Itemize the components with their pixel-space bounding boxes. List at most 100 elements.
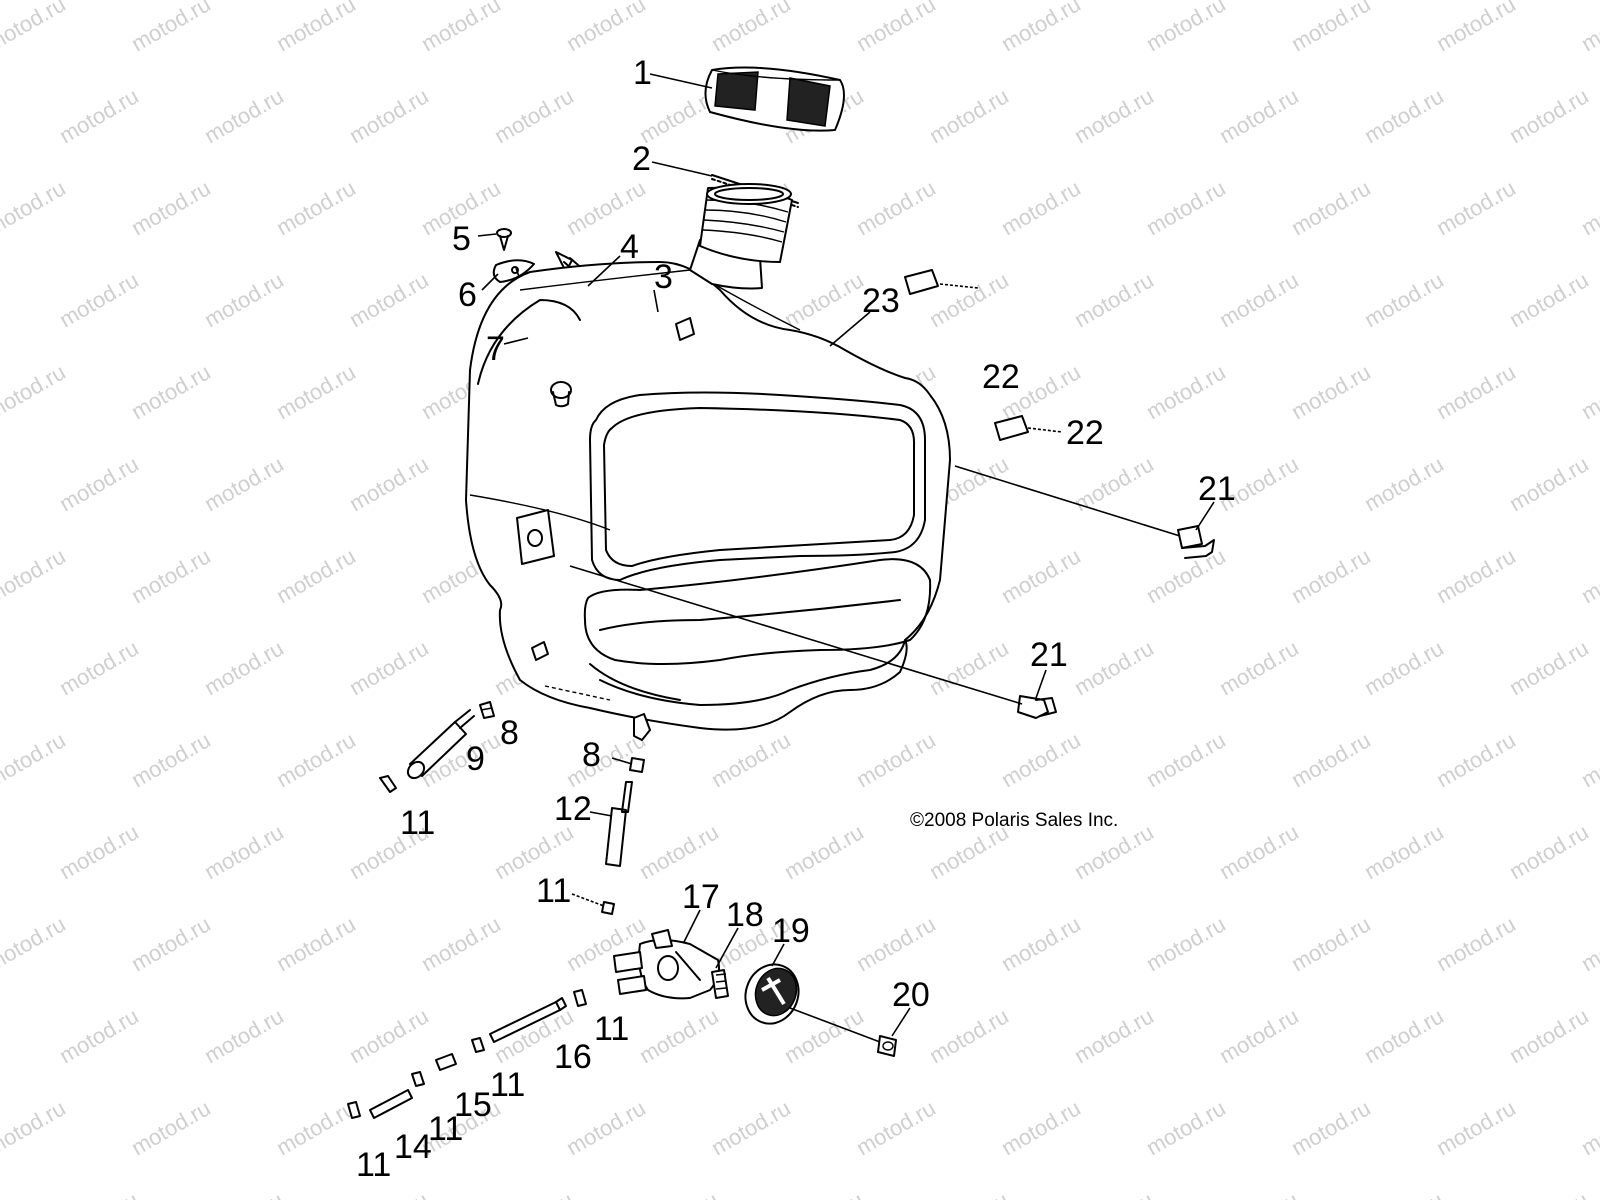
watermark-text: motod.ru — [127, 543, 215, 608]
watermark-text: motod.ru — [127, 911, 215, 976]
part-20-screw — [877, 1035, 897, 1057]
leader-22-lower — [1027, 427, 1063, 433]
watermark-text: motod.ru — [1360, 451, 1448, 516]
watermark-text: motod.ru — [200, 267, 288, 332]
callout-11-f: 11 — [356, 1146, 391, 1184]
leader-8-lower — [611, 757, 633, 765]
watermark-text: motod.ru — [1505, 1003, 1593, 1068]
callout-8-upper: 8 — [500, 714, 519, 752]
part-11-clip-d — [471, 1037, 485, 1053]
callout-11-b: 11 — [536, 872, 571, 910]
callout-23: 23 — [862, 282, 900, 320]
leader-5 — [477, 233, 497, 237]
callout-22-upper: 22 — [982, 358, 1020, 396]
part-11-clip-e — [411, 1071, 425, 1087]
watermark-text: motod.ru — [200, 1003, 288, 1068]
leader-18 — [715, 927, 739, 969]
watermark-text: motod.ru — [925, 635, 1013, 700]
watermark-text: motod.ru — [1287, 543, 1375, 608]
part-18-o-ring — [711, 969, 729, 999]
part-15-fitting — [435, 1053, 457, 1071]
callout-12: 12 — [554, 790, 592, 828]
callout-4: 4 — [620, 228, 639, 266]
watermark-text: motod.ru — [272, 727, 360, 792]
callout-21-lower: 21 — [1030, 636, 1068, 674]
watermark-text: motod.ru — [1215, 83, 1303, 148]
callout-11-a: 11 — [400, 804, 435, 842]
part-16-fuel-hose — [489, 997, 567, 1043]
watermark-text: motod.ru — [562, 0, 650, 56]
watermark-text: motod.ru — [1287, 1095, 1375, 1160]
callout-labels: 1 2 3 4 5 6 7 8 9 11 8 12 11 17 18 19 20… — [356, 54, 1236, 1184]
callout-16: 16 — [554, 1038, 592, 1076]
callout-11-e: 11 — [428, 1110, 463, 1148]
watermark-text: motod.ru — [997, 911, 1085, 976]
part-19-valve-knob — [744, 963, 881, 1043]
watermark-text: motod.ru — [55, 83, 143, 148]
watermark-text: motod.ru — [127, 175, 215, 240]
watermark-text: motod.ru — [707, 727, 795, 792]
part-21-bolt-upper — [954, 465, 1215, 559]
leader-20 — [891, 1007, 911, 1037]
callout-18: 18 — [726, 896, 764, 934]
watermark-text: motod.ru — [1505, 267, 1593, 332]
watermark-text: motod.ru — [1505, 451, 1593, 516]
watermark-text: motod.ru — [635, 1003, 723, 1068]
watermark-text: motod.ru — [1287, 727, 1375, 792]
watermark-text: motod.ru — [272, 1095, 360, 1160]
watermark-text: motod.ru — [997, 727, 1085, 792]
callout-9: 9 — [466, 740, 485, 778]
part-22-pad-lower — [994, 415, 1029, 441]
watermark-text: motod.ru — [852, 727, 940, 792]
leader-4 — [587, 255, 621, 287]
callout-5: 5 — [452, 220, 471, 258]
watermark-text: motod.ru — [200, 1187, 288, 1200]
callout-17: 17 — [682, 878, 720, 916]
watermark-text: motod.ru — [1142, 911, 1230, 976]
watermark-text: motod.ru — [200, 635, 288, 700]
watermark-text: motod.ru — [707, 0, 795, 56]
watermark-text: motod.ru — [1142, 175, 1230, 240]
part-9-check-valve — [406, 709, 475, 780]
watermark-text: motod.ru — [997, 175, 1085, 240]
watermark-text: motod.ru — [1432, 911, 1520, 976]
watermark-text: motod.ru — [55, 635, 143, 700]
leader-6 — [481, 273, 499, 291]
watermark-text: motod.ru — [1577, 543, 1600, 608]
watermark-text: motod.ru — [200, 83, 288, 148]
watermark-text: motod.ru — [345, 83, 433, 148]
watermark-text: motod.ru — [127, 1095, 215, 1160]
watermark-text: motod.ru — [127, 359, 215, 424]
watermark-text: motod.ru — [1577, 727, 1600, 792]
watermark-text: motod.ru — [345, 267, 433, 332]
watermark-text: motod.ru — [1215, 267, 1303, 332]
watermark-text: motod.ru — [1432, 0, 1520, 56]
part-14-hose — [369, 1089, 413, 1119]
part-1-cap-pad — [704, 66, 845, 132]
watermark-text: motod.ru — [1577, 911, 1600, 976]
watermark-text: motod.ru — [272, 543, 360, 608]
watermark-text: motod.ru — [417, 911, 505, 976]
watermark-text: motod.ru — [1070, 635, 1158, 700]
leader-21-upper — [1195, 501, 1215, 531]
leader-2 — [651, 161, 713, 177]
leader-17 — [683, 909, 701, 943]
watermark-text: motod.ru — [1432, 175, 1520, 240]
watermark-text: motod.ru — [1142, 0, 1230, 56]
part-17-fuel-valve — [613, 929, 720, 1000]
watermark-text: motod.ru — [345, 451, 433, 516]
watermark-text: motod.ru — [997, 1095, 1085, 1160]
watermark-text: motod.ru — [0, 911, 70, 976]
watermark-text: motod.ru — [1287, 0, 1375, 56]
watermark-text: motod.ru — [200, 451, 288, 516]
watermark-text: motod.ru — [780, 1187, 868, 1200]
watermark-text: motod.ru — [562, 1095, 650, 1160]
watermark-text: motod.ru — [127, 727, 215, 792]
watermark-text: motod.ru — [1215, 819, 1303, 884]
watermark-text: motod.ru — [55, 267, 143, 332]
watermark-text: motod.ru — [272, 0, 360, 56]
watermark-text: motod.ru — [925, 1003, 1013, 1068]
callout-7: 7 — [486, 330, 505, 368]
callout-22-lower: 22 — [1066, 414, 1104, 452]
watermark-text: motod.ru — [1360, 819, 1448, 884]
